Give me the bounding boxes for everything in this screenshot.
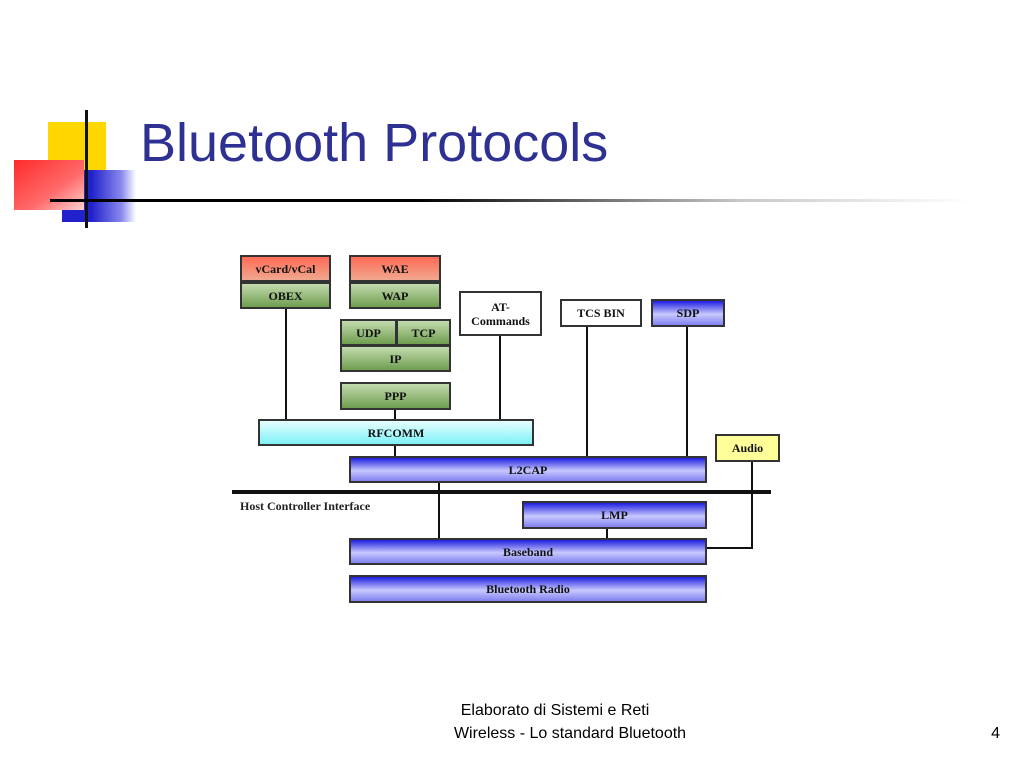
hci-label: Host Controller Interface [240, 499, 371, 513]
connector-rfcomm-l2cap [394, 446, 396, 456]
audio-box: Audio [715, 434, 780, 462]
decor-red-square [14, 160, 84, 210]
connector-lmp-baseband [606, 528, 608, 538]
sdp-box: SDP [651, 299, 725, 327]
connector-audio-baseband [751, 461, 753, 548]
connector-l2cap-baseband [438, 482, 440, 538]
vcard-box: vCard/vCal [240, 255, 331, 282]
ppp-box: PPP [340, 382, 451, 410]
connector-tcs-l2cap [586, 327, 588, 456]
wae-box: WAE [349, 255, 441, 282]
slide-title: Bluetooth Protocols [140, 113, 609, 173]
wap-box: WAP [349, 282, 441, 309]
obex-box: OBEX [240, 282, 331, 309]
page-number: 4 [991, 725, 1000, 742]
rfcomm-box: RFCOMM [258, 419, 534, 446]
connector-at-rfcomm [499, 336, 501, 419]
baseband-box: Baseband [349, 538, 707, 565]
l2cap-box: L2CAP [349, 456, 707, 483]
connector-audio-horizontal [706, 547, 753, 549]
udp-box: UDP [340, 319, 397, 346]
footer-line1: Elaborato di Sistemi e Reti [460, 702, 650, 719]
hci-line [232, 490, 771, 494]
title-underline [50, 199, 970, 202]
at-commands-box: AT- Commands [459, 291, 542, 336]
lmp-box: LMP [522, 501, 707, 529]
bluetooth-radio-box: Bluetooth Radio [349, 575, 707, 603]
footer-line2: Wireless - Lo standard Bluetooth [453, 725, 687, 742]
tcs-bin-box: TCS BIN [560, 299, 642, 327]
tcp-box: TCP [396, 319, 451, 346]
at-commands-line1: AT- [491, 299, 510, 314]
decor-vertical-rule [85, 110, 88, 228]
at-commands-line2: Commands [471, 313, 530, 328]
connector-sdp-l2cap [686, 327, 688, 456]
connector-ppp-rfcomm [394, 409, 396, 419]
ip-box: IP [340, 345, 451, 372]
connector-obex-rfcomm [285, 309, 287, 419]
